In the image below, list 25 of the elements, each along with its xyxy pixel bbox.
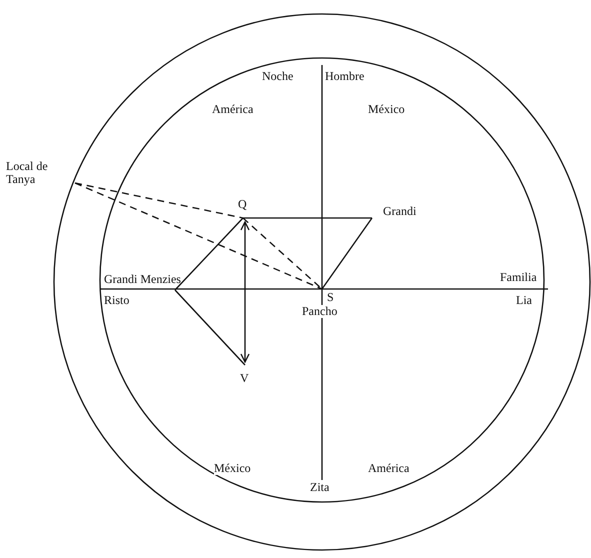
axis-label: Zita xyxy=(310,481,330,494)
region-label: Hombre xyxy=(325,70,364,83)
axis-label: Risto xyxy=(104,294,130,307)
point-label: V xyxy=(240,372,249,385)
axis-label: Lia xyxy=(516,294,532,307)
point-label: Grandi Menzies xyxy=(104,273,181,286)
dashed-line xyxy=(74,182,244,219)
region-label: Noche xyxy=(262,70,294,83)
region-label: América xyxy=(368,462,410,475)
double-arrow xyxy=(240,221,250,363)
region-label: América xyxy=(212,103,254,116)
axis-label: Familia xyxy=(500,271,537,284)
point-label: Grandi xyxy=(383,205,416,218)
dashed-line xyxy=(74,182,322,290)
dashed-line xyxy=(242,218,322,290)
region-label: México xyxy=(368,103,405,116)
line xyxy=(321,218,373,290)
line xyxy=(174,290,246,366)
place-label: Local de Tanya xyxy=(6,160,68,186)
point-label: Q xyxy=(238,198,247,211)
line xyxy=(174,218,244,290)
region-label: México xyxy=(214,462,251,475)
point-label: S xyxy=(327,291,334,304)
line xyxy=(243,217,372,219)
axis-label: Pancho xyxy=(302,305,338,318)
